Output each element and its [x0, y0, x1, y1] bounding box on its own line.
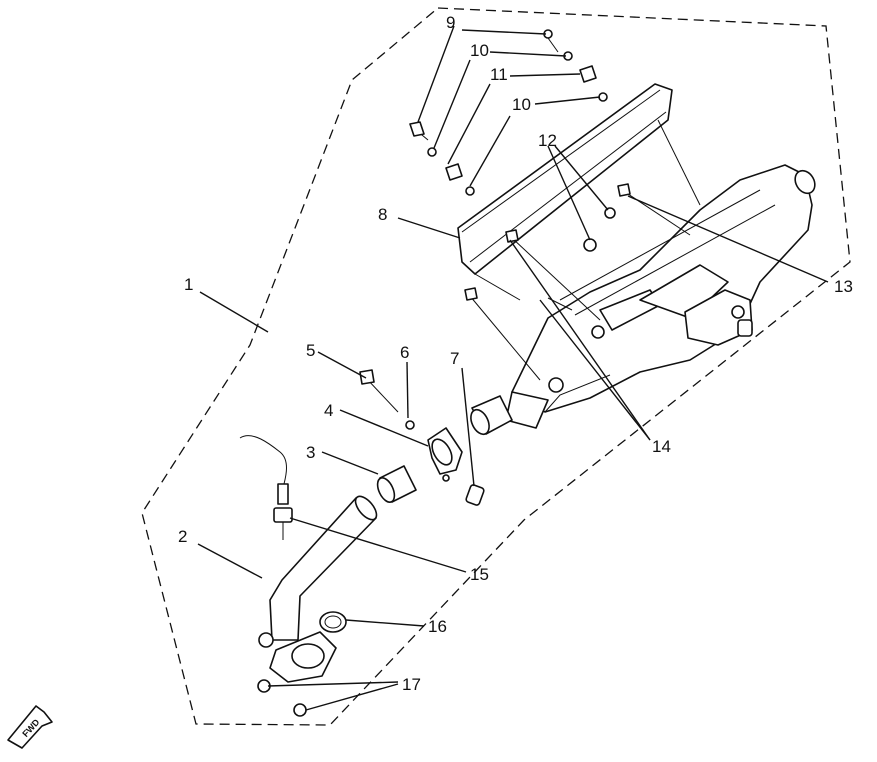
callout-10-lower: 10	[512, 95, 531, 114]
callout-9: 9	[446, 13, 455, 32]
exhaust-gasket	[319, 611, 347, 633]
clamp	[427, 427, 463, 482]
callout-1: 1	[184, 275, 193, 294]
callout-2: 2	[178, 527, 187, 546]
callout-14: 14	[652, 437, 671, 456]
oxygen-sensor	[239, 435, 293, 540]
callout-15: 15	[470, 565, 489, 584]
callout-13: 13	[834, 277, 853, 296]
callout-labels: 1 2 3 4 5 6 7 8 9 10 11 10 12 13 14 15 1…	[178, 13, 853, 694]
assembly-boundary	[141, 7, 851, 726]
exhaust-pipe	[258, 495, 378, 683]
sleeve	[376, 465, 417, 503]
callout-8: 8	[378, 205, 387, 224]
fwd-arrow-icon: FWD	[7, 705, 53, 749]
flange-nuts-12	[583, 207, 616, 252]
callout-17: 17	[402, 675, 421, 694]
heat-shield	[457, 83, 701, 301]
callout-12: 12	[538, 131, 557, 150]
flange-nuts-17	[257, 679, 307, 717]
callout-7: 7	[450, 349, 459, 368]
spacer	[465, 484, 485, 506]
callout-3: 3	[306, 443, 315, 462]
clamp-bolt	[359, 369, 415, 430]
callout-5: 5	[306, 341, 315, 360]
upper-fastener-stack	[409, 29, 608, 196]
callout-4: 4	[324, 401, 333, 420]
callout-6: 6	[400, 343, 409, 362]
callout-16: 16	[428, 617, 447, 636]
mount-bolts	[464, 183, 691, 381]
callout-11: 11	[490, 65, 508, 84]
leader-lines	[197, 25, 829, 711]
callout-10-upper: 10	[470, 41, 489, 60]
